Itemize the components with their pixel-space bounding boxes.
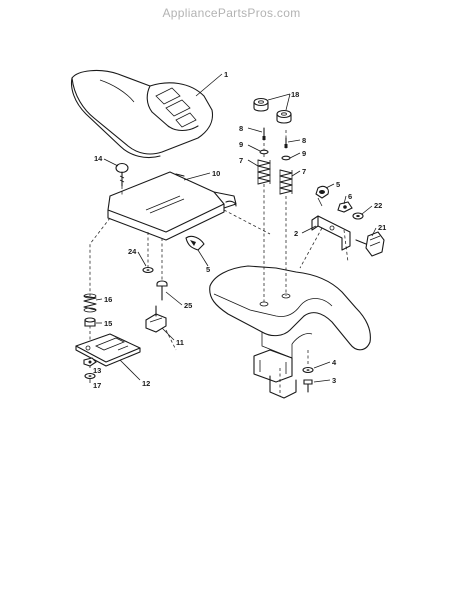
callout-15: 15 bbox=[104, 319, 112, 328]
spring-part[interactable] bbox=[257, 159, 293, 195]
clip-part[interactable] bbox=[315, 185, 329, 207]
seat-part[interactable] bbox=[70, 69, 214, 159]
seat-spring-part[interactable] bbox=[83, 293, 97, 313]
flat-washer-part[interactable] bbox=[84, 372, 96, 380]
callout-12: 12 bbox=[142, 379, 150, 388]
callout-11: 11 bbox=[176, 338, 184, 347]
callout-8b: 8 bbox=[302, 136, 306, 145]
lock-nut-part[interactable] bbox=[83, 357, 97, 367]
fender-bolt-part[interactable] bbox=[303, 379, 313, 393]
callout-10: 10 bbox=[212, 169, 220, 178]
slide-knob-part[interactable] bbox=[145, 305, 167, 333]
washer-part[interactable] bbox=[352, 212, 364, 220]
callout-14: 14 bbox=[94, 154, 103, 163]
callout-4: 4 bbox=[332, 358, 337, 367]
callout-13: 13 bbox=[93, 366, 101, 375]
callout-5b: 5 bbox=[206, 265, 210, 274]
callout-17: 17 bbox=[93, 381, 101, 390]
spacer-part[interactable] bbox=[84, 317, 96, 327]
pin-part[interactable] bbox=[259, 127, 291, 161]
slide-plate-part[interactable] bbox=[75, 333, 141, 367]
callout-18: 18 bbox=[291, 90, 299, 99]
spring-clip-part[interactable] bbox=[185, 235, 205, 251]
callout-22: 22 bbox=[374, 201, 382, 210]
callout-leaders bbox=[89, 73, 377, 383]
bushing-part[interactable] bbox=[142, 266, 154, 274]
carriage-bolt-part[interactable] bbox=[156, 280, 168, 301]
callout-7a: 7 bbox=[239, 156, 243, 165]
adjust-knob-part[interactable] bbox=[355, 231, 385, 257]
callout-8a: 8 bbox=[239, 124, 243, 133]
nut-part[interactable] bbox=[337, 201, 353, 213]
seat-pan-part[interactable] bbox=[107, 171, 237, 241]
fender-washer-part[interactable] bbox=[302, 366, 314, 374]
isolator-part[interactable] bbox=[253, 97, 292, 124]
callout-labels: 1 18 8 8 9 9 7 7 14 10 5 6 22 2 21 24 5 … bbox=[93, 70, 386, 390]
frame-part[interactable] bbox=[253, 349, 297, 399]
callout-2: 2 bbox=[294, 229, 298, 238]
bracket-part[interactable] bbox=[311, 215, 351, 251]
callout-21: 21 bbox=[378, 223, 386, 232]
watermark: AppliancePartsPros.com bbox=[162, 6, 301, 20]
callout-7b: 7 bbox=[302, 167, 306, 176]
callout-9a: 9 bbox=[239, 140, 243, 149]
callout-16: 16 bbox=[104, 295, 112, 304]
seat-knob-part[interactable] bbox=[115, 162, 129, 187]
callout-6: 6 bbox=[348, 192, 352, 201]
callout-9b: 9 bbox=[302, 149, 306, 158]
callout-25: 25 bbox=[184, 301, 192, 310]
fender-part[interactable] bbox=[209, 265, 371, 359]
callout-24: 24 bbox=[128, 247, 137, 256]
callout-1: 1 bbox=[224, 70, 228, 79]
callout-3: 3 bbox=[332, 376, 336, 385]
callout-5a: 5 bbox=[336, 180, 340, 189]
